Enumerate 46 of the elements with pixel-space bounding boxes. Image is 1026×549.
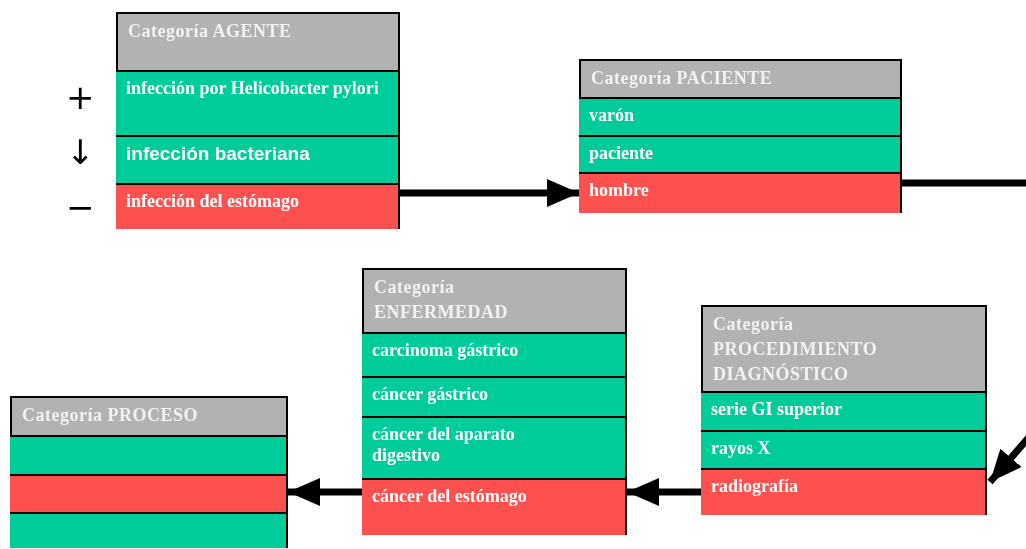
term-text: hombre — [589, 180, 649, 201]
table-heading: Categoría ENFERMEDAD — [374, 276, 509, 324]
arrow — [627, 478, 701, 506]
term-row — [362, 332, 625, 376]
table-heading: Categoría PROCEDIMIENTO DIAGNÓSTICO — [713, 313, 879, 386]
term-row — [362, 416, 625, 478]
empty-row — [10, 435, 286, 474]
category-table — [116, 12, 400, 229]
term-text: varón — [589, 105, 634, 126]
table-heading: Categoría PACIENTE — [591, 67, 773, 90]
term-row — [701, 430, 985, 468]
term-text: radiografía — [711, 476, 798, 497]
term-row — [701, 391, 985, 430]
term-row — [701, 468, 985, 515]
arrow — [400, 179, 579, 207]
term-row — [116, 183, 398, 229]
category-table — [362, 268, 627, 535]
sign-symbol: + — [66, 80, 95, 114]
term-text: cáncer gástrico — [372, 384, 489, 405]
term-text: infección bacteriana — [126, 143, 310, 164]
empty-row — [10, 512, 286, 548]
term-text: cáncer del aparato digestivo — [372, 424, 516, 466]
term-row — [362, 376, 625, 416]
sign-symbol: − — [66, 190, 95, 224]
term-row — [116, 135, 398, 183]
term-text: infección por Helicobacter pylori — [126, 78, 379, 99]
sign-symbol: ↓ — [66, 135, 95, 169]
term-row — [579, 172, 900, 213]
term-text: serie GI superior — [711, 399, 842, 420]
term-row — [362, 478, 625, 535]
term-row — [579, 97, 900, 135]
term-row — [579, 135, 900, 172]
term-row — [116, 70, 398, 135]
category-table — [701, 305, 987, 515]
term-text: carcinoma gástrico — [372, 340, 519, 361]
term-text: rayos X — [711, 438, 771, 459]
category-table — [10, 396, 288, 548]
term-text: infección del estómago — [126, 191, 299, 212]
table-heading: Categoría PROCESO — [22, 404, 198, 427]
term-text: cáncer del estómago — [372, 486, 527, 507]
table-heading: Categoría AGENTE — [128, 20, 292, 43]
category-table — [579, 59, 902, 213]
term-text: paciente — [589, 143, 653, 164]
empty-row — [10, 474, 286, 512]
arrow — [288, 478, 362, 506]
arrow — [987, 433, 1026, 485]
